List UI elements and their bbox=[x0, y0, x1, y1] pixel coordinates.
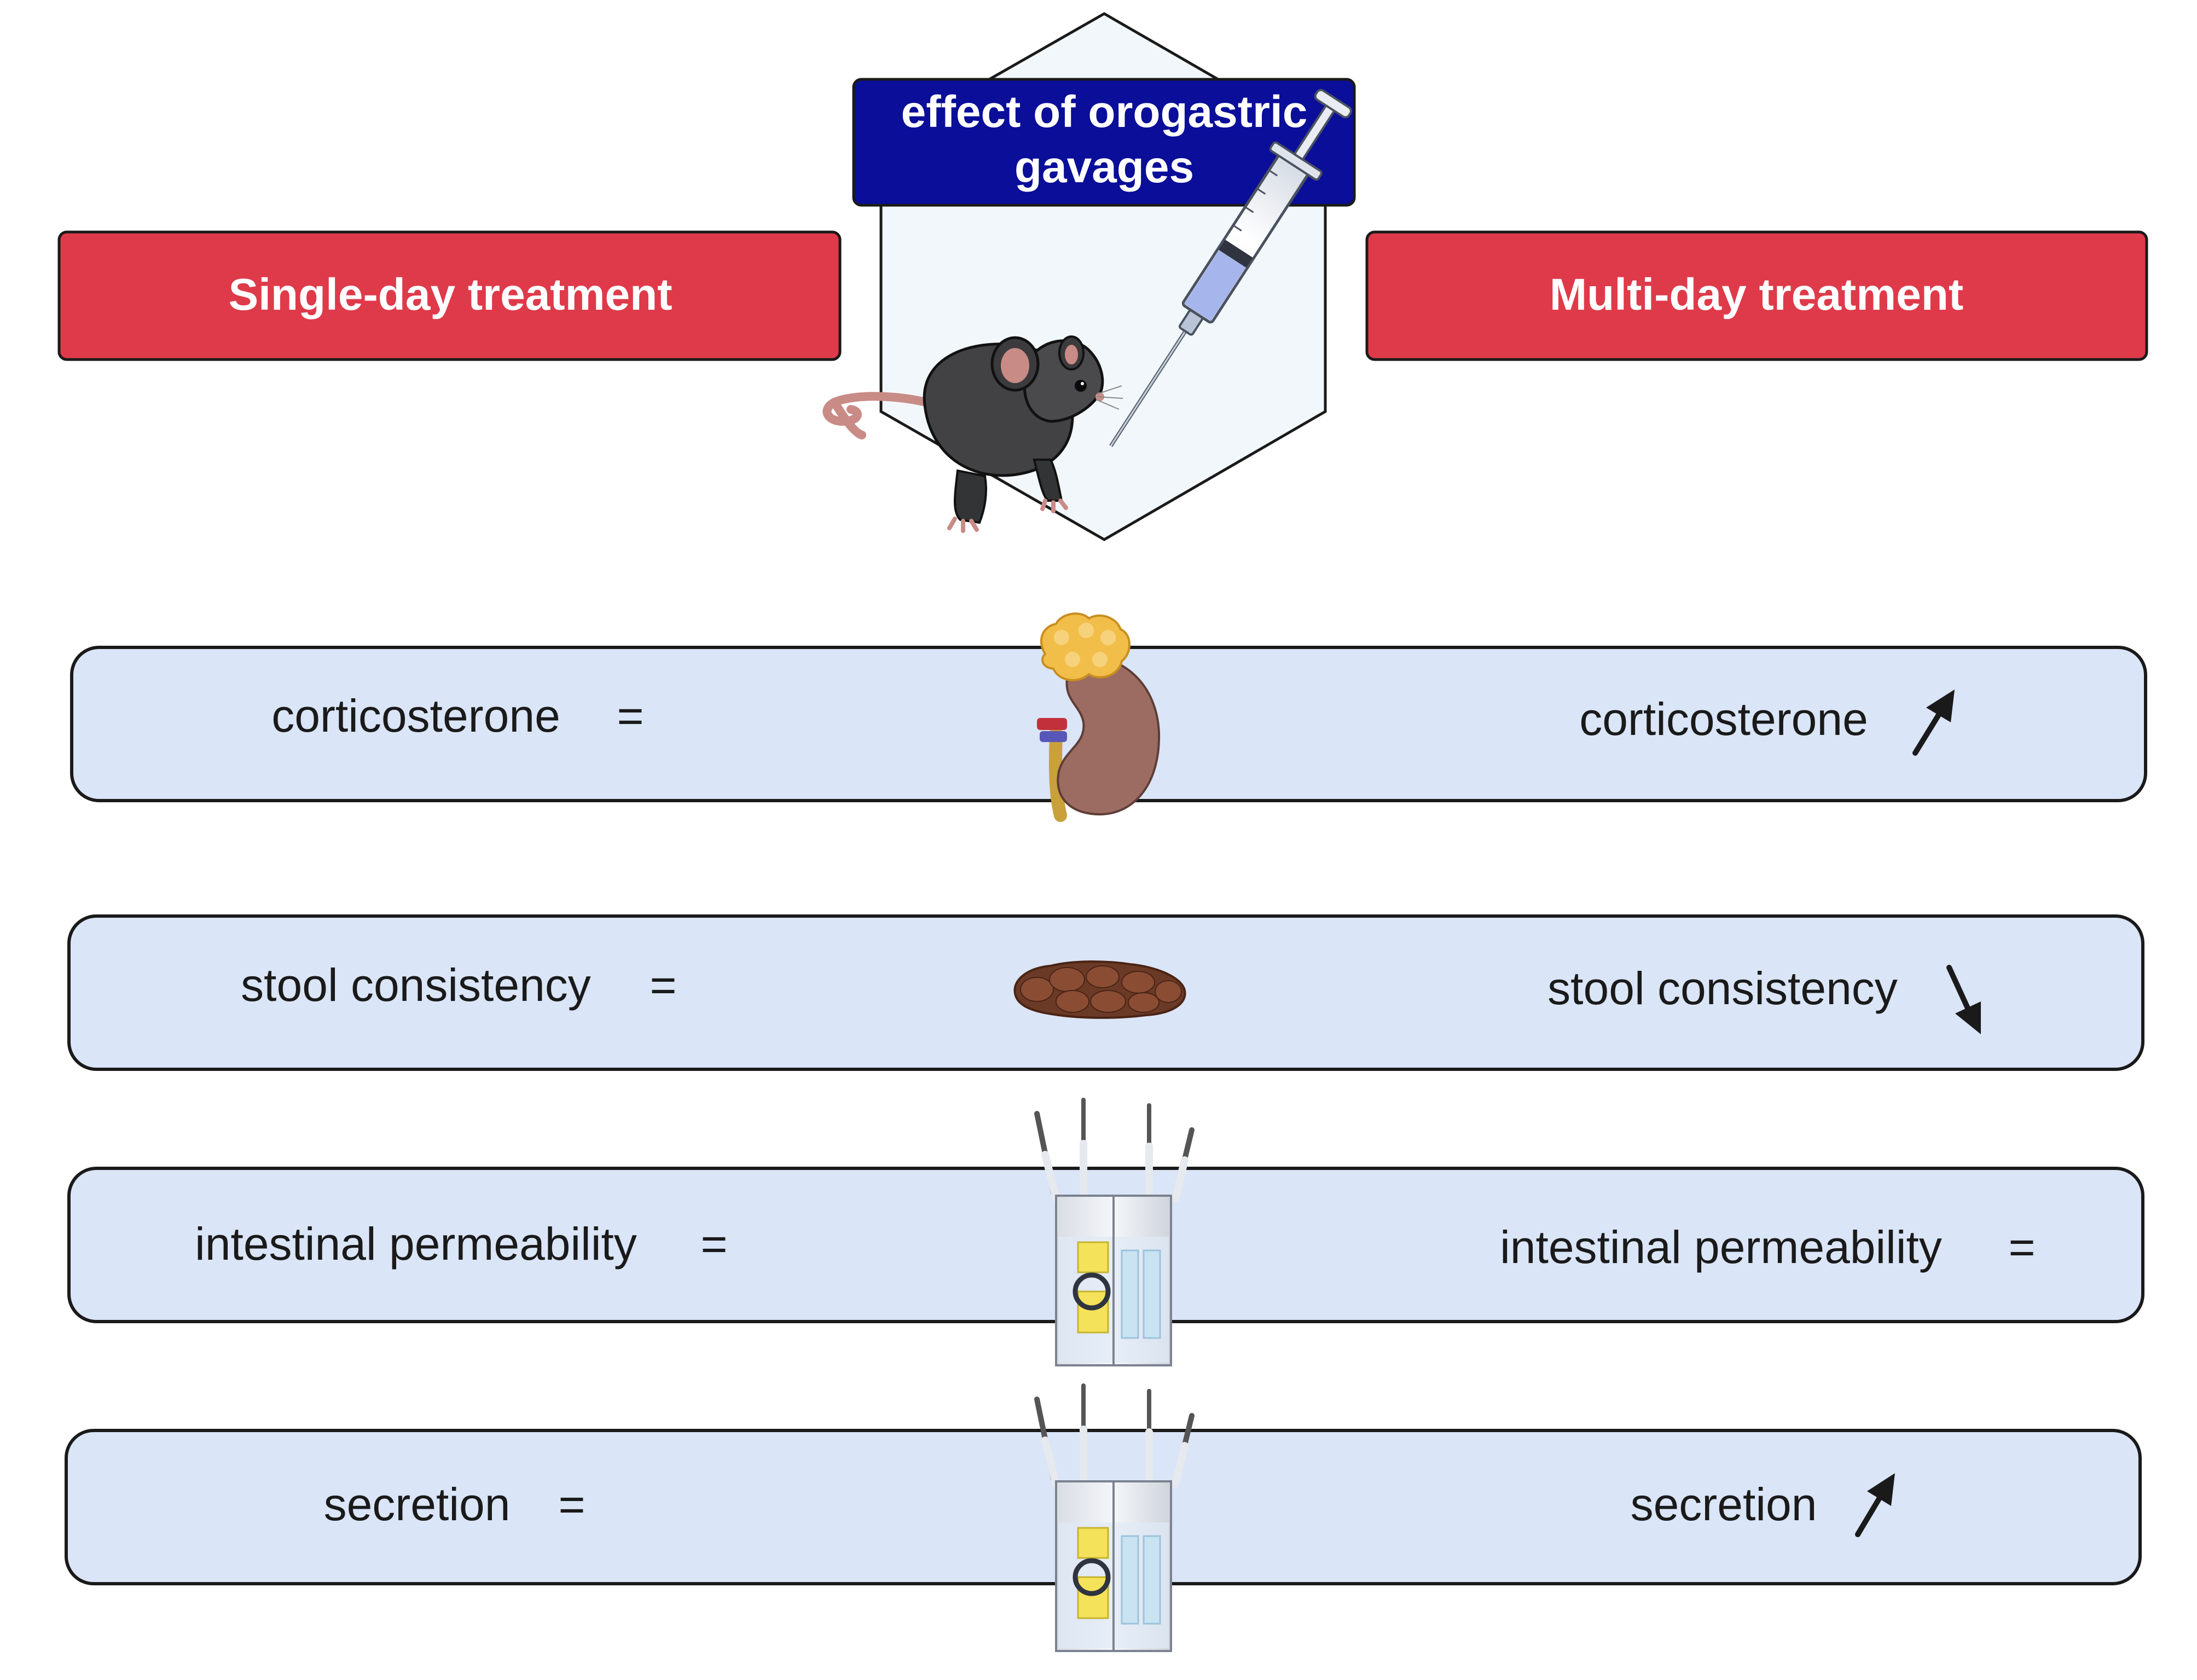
title-line-1: effect of orogastric bbox=[901, 87, 1308, 137]
row3-left-symbol: = bbox=[700, 1218, 727, 1270]
row1-right-label: corticosterone bbox=[1579, 693, 1868, 745]
row4-left-label: secretion bbox=[324, 1479, 511, 1530]
syringe-icon bbox=[1109, 89, 1352, 447]
arrow-up-icon bbox=[1912, 690, 1955, 756]
multi-day-header: Multi-day treatment bbox=[1550, 270, 1963, 320]
title-line-2: gavages bbox=[1015, 142, 1194, 192]
row3-right-symbol: = bbox=[2008, 1221, 2035, 1273]
row3-right-label: intestinal permeability bbox=[1500, 1221, 1942, 1273]
row4-left-symbol: = bbox=[558, 1479, 585, 1530]
row1-left-symbol: = bbox=[617, 690, 644, 741]
arrow-up-icon bbox=[1855, 1473, 1895, 1537]
multi-day-header-box bbox=[1365, 230, 2148, 361]
ussing-chamber-icon bbox=[1034, 1383, 1195, 1652]
single-day-header: Single-day treatment bbox=[228, 270, 672, 320]
row4-right-label: secretion bbox=[1631, 1479, 1817, 1530]
row2-left-symbol: = bbox=[650, 959, 676, 1011]
title-box bbox=[852, 78, 1356, 207]
adrenal-kidney-icon bbox=[1037, 612, 1161, 822]
single-day-header-box bbox=[57, 230, 842, 361]
row2-left-label: stool consistency bbox=[241, 959, 591, 1011]
arrow-down-icon bbox=[1946, 965, 1981, 1034]
row2-right-label: stool consistency bbox=[1547, 963, 1898, 1014]
row3-left-label: intestinal permeability bbox=[195, 1218, 637, 1270]
stool-icon bbox=[1013, 960, 1186, 1019]
mouse-icon bbox=[822, 335, 1123, 533]
ussing-chamber-icon bbox=[1034, 1098, 1195, 1366]
row1-left-label: corticosterone bbox=[271, 690, 560, 741]
